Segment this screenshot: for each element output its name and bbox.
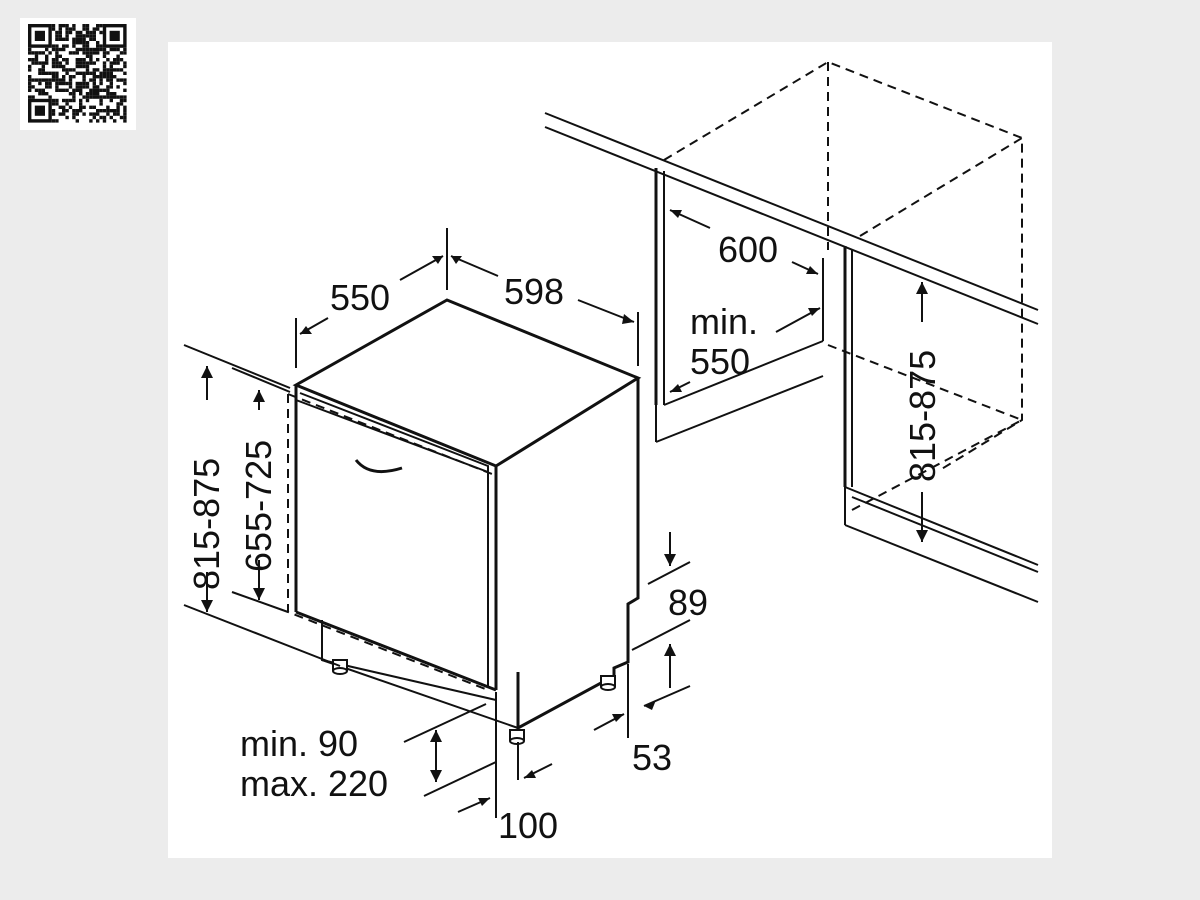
label-niche-min-value: 550 [690, 341, 750, 382]
niche-outline [544, 60, 1039, 603]
label-door-height: 655-725 [238, 440, 279, 572]
label-niche-width: 600 [718, 229, 778, 270]
label-height-left: 815-875 [186, 458, 227, 590]
qr-code [20, 18, 136, 130]
label-foot-min: min. 90 [240, 723, 358, 764]
label-foot-max: max. 220 [240, 763, 388, 804]
label-niche-min: min. [690, 301, 758, 342]
label-width: 598 [504, 271, 564, 312]
arrowheads [201, 210, 928, 806]
dimension-labels: 550 598 600 min. 550 815-875 655-725 815… [186, 229, 943, 846]
label-plinth-53: 53 [632, 737, 672, 778]
qr-code-icon [28, 24, 127, 123]
label-depth: 550 [330, 277, 390, 318]
label-niche-height: 815-875 [902, 350, 943, 482]
label-foot-100: 100 [498, 805, 558, 846]
installation-diagram: 550 598 600 min. 550 815-875 655-725 815… [183, 60, 1039, 846]
label-plinth-89: 89 [668, 582, 708, 623]
diagram-panel: 550 598 600 min. 550 815-875 655-725 815… [168, 42, 1052, 858]
